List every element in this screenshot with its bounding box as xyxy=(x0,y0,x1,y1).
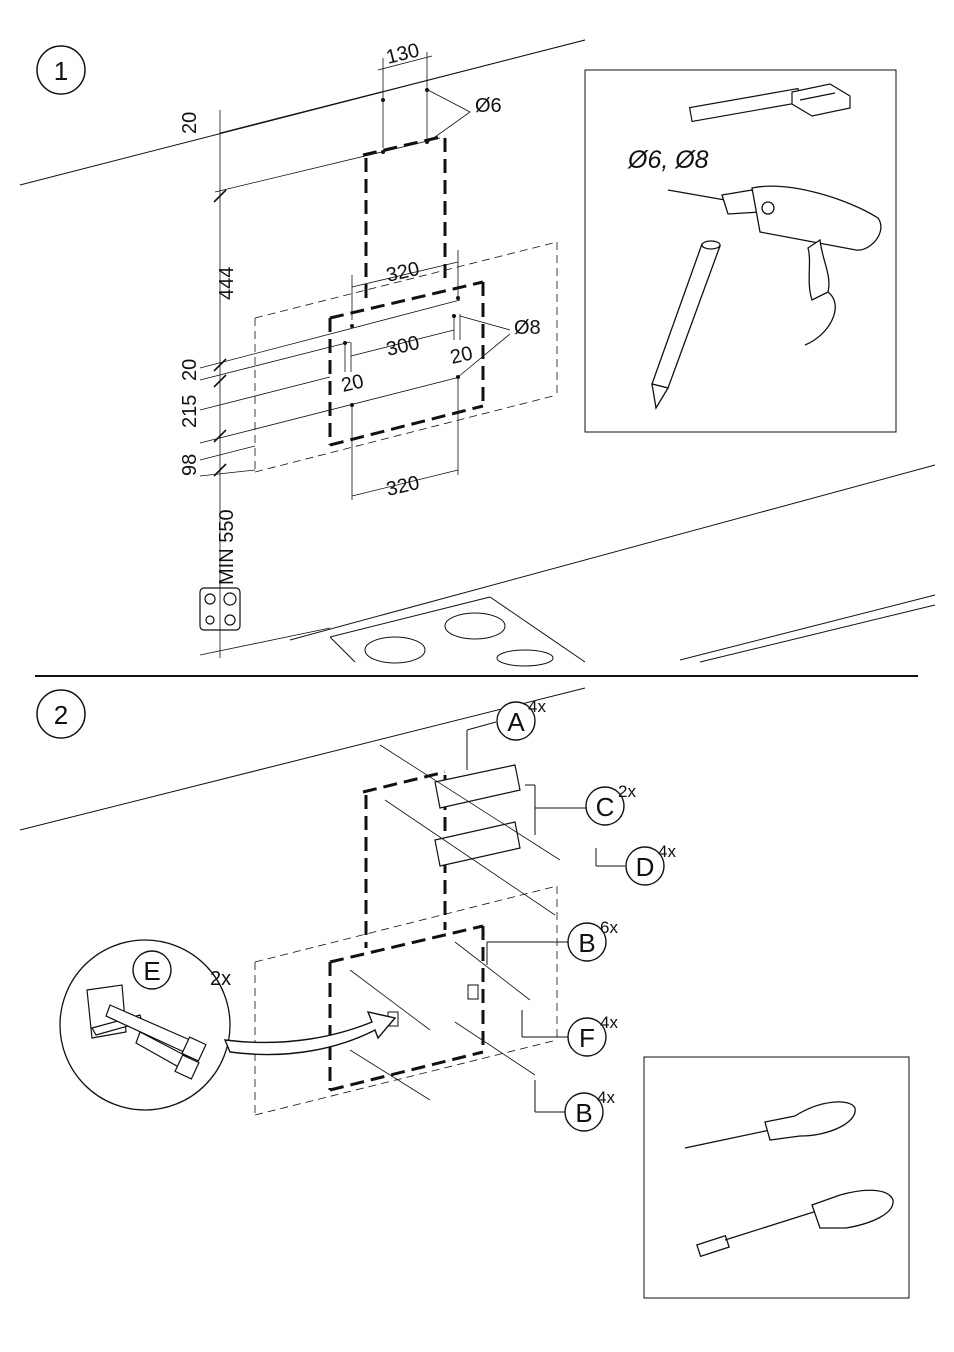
step-1: 1 xyxy=(19,39,936,667)
hood-outline xyxy=(328,280,485,447)
svg-text:B: B xyxy=(578,928,595,958)
dim-444: 444 xyxy=(216,267,238,300)
step-2-badge xyxy=(36,689,86,739)
svg-text:4x: 4x xyxy=(597,1088,615,1107)
nut-driver-icon xyxy=(696,1189,894,1258)
tools-box xyxy=(584,69,897,433)
svg-text:4x: 4x xyxy=(600,1013,618,1032)
svg-text:4x: 4x xyxy=(528,697,546,716)
callout-d: D 4x xyxy=(625,842,676,886)
bracket-c-icon xyxy=(379,744,561,916)
detail-arrow xyxy=(223,1011,397,1056)
svg-text:2x: 2x xyxy=(618,782,636,801)
svg-text:A: A xyxy=(507,707,525,737)
hole-diameter-8: Ø8 xyxy=(514,317,541,339)
pencil-icon xyxy=(651,240,721,410)
dim-215: 215 xyxy=(179,395,201,428)
dim-min-550: MIN 550 xyxy=(216,509,238,585)
hole-diameter-6: Ø6 xyxy=(475,95,502,117)
detail-e: E 2x xyxy=(59,939,231,1111)
svg-text:4x: 4x xyxy=(658,842,676,861)
svg-text:C: C xyxy=(596,792,615,822)
hob-icon xyxy=(199,587,241,631)
bracket-e-icon xyxy=(86,984,207,1080)
callout-b-4x: B 4x xyxy=(564,1088,615,1132)
dim-20-inner-b: 20 xyxy=(448,342,475,368)
svg-text:E: E xyxy=(143,956,160,986)
screwdriver-icon xyxy=(684,1101,856,1149)
drill-icon xyxy=(667,185,882,346)
callout-f: F 4x xyxy=(567,1013,618,1057)
step-1-number: 1 xyxy=(54,56,68,86)
dim-320-bottom: 320 xyxy=(384,472,421,501)
svg-text:F: F xyxy=(579,1023,595,1053)
callout-a: A 4x xyxy=(496,697,546,741)
dim-320-top: 320 xyxy=(384,258,421,287)
callout-b-6x: B 6x xyxy=(567,918,618,962)
svg-text:D: D xyxy=(636,852,655,882)
svg-text:B: B xyxy=(575,1098,592,1128)
dim-20-top: 20 xyxy=(179,112,201,134)
step-1-badge xyxy=(36,45,86,95)
callout-c: C 2x xyxy=(585,782,636,826)
step-2-number: 2 xyxy=(54,700,68,730)
dim-20-inner-a: 20 xyxy=(339,370,366,396)
svg-text:6x: 6x xyxy=(600,918,618,937)
dim-300: 300 xyxy=(384,332,421,361)
dim-130: 130 xyxy=(384,39,422,68)
screwdriver-box xyxy=(643,1056,910,1299)
svg-text:2x: 2x xyxy=(210,968,231,990)
tape-measure-icon xyxy=(688,83,851,123)
dim-98: 98 xyxy=(179,454,201,476)
dim-20-left: 20 xyxy=(179,359,201,381)
anchor-f-icon xyxy=(387,984,479,1027)
drill-bit-sizes: Ø6, Ø8 xyxy=(627,146,709,174)
step-2: 2 xyxy=(19,687,910,1299)
